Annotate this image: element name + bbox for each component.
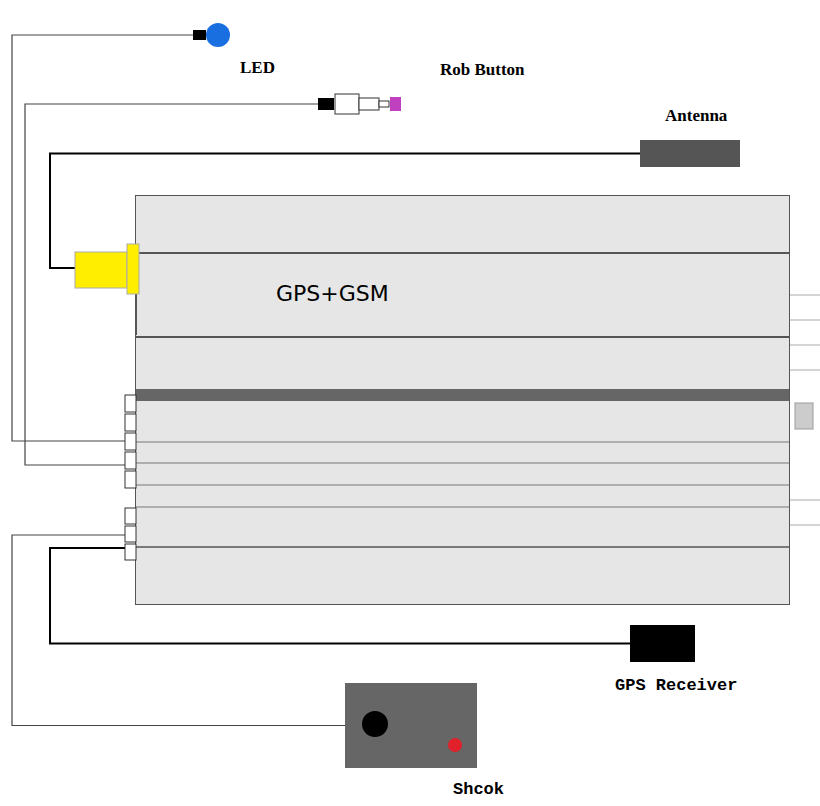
panel-line [136,336,789,338]
side-port [795,403,813,429]
shock-sensor: Shcok [345,683,477,768]
pin-square [125,395,136,412]
led-bulb [206,23,230,47]
side-pin [790,525,820,526]
panel-line [136,507,789,508]
button-base [318,98,334,110]
side-pin [790,320,820,321]
shape-art [193,23,231,47]
led-lamp: LED [193,23,231,47]
button-cap [390,97,401,111]
button-neck [359,98,379,110]
side-pin [790,295,820,296]
gps-gsm-unit: GPS+GSM [135,195,790,605]
part-label: Shcok [453,780,504,800]
rob-button: Rob Button [318,94,404,114]
side-pin [790,370,820,371]
pin-square [125,544,136,560]
pin-square [125,526,136,542]
gps-receiver: GPS Receiver [630,625,695,662]
panel-line [136,442,789,443]
part-label: LED [240,58,275,78]
part-label: Rob Button [440,60,525,80]
pin-square [125,433,136,450]
panel-line [136,546,789,548]
panel-line [135,253,137,335]
panel-line [136,252,789,254]
panel-line [136,463,789,464]
unit-title: GPS+GSM [276,281,389,306]
part-label: Antenna [665,106,727,126]
antenna-block: Antenna [640,140,740,167]
antenna-connector [75,252,127,288]
pin-square [125,452,136,469]
side-pin [790,345,820,346]
shape-art [318,94,404,114]
sensor-hole [362,711,388,737]
pin-square [125,471,136,488]
panel-band [136,389,789,401]
pin-square [125,414,136,431]
led-base [193,30,206,40]
button-body [335,94,359,114]
side-pin [790,500,820,501]
button-stem [379,101,389,107]
antenna-connector [127,244,139,294]
sensor-light [448,738,462,752]
pin-square [125,508,136,524]
part-label: GPS Receiver [615,676,737,696]
panel-line [136,485,789,486]
shape-art [345,683,477,768]
